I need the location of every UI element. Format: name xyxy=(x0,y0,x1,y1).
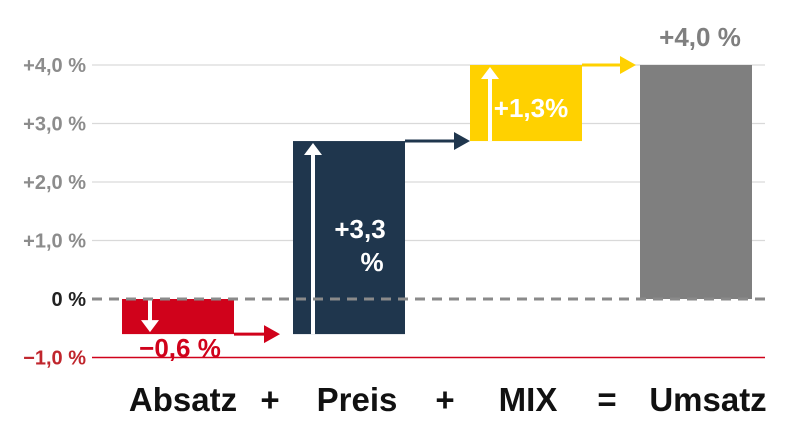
category-label: MIX xyxy=(499,381,558,418)
data-label: +1,3% xyxy=(494,93,568,123)
connector-arrow-head xyxy=(454,132,470,151)
operator-sign: = xyxy=(597,381,616,418)
data-label: +3,3% xyxy=(334,214,385,277)
operator-sign: + xyxy=(260,381,279,418)
category-labels: Absatz Preis MIX Umsatz + + = xyxy=(129,381,767,418)
category-label: Absatz xyxy=(129,381,237,418)
y-tick-label: +1,0 % xyxy=(23,231,86,253)
connectors xyxy=(234,56,636,344)
connector-arrow-head xyxy=(620,56,636,74)
y-axis-tick-labels: +4,0 % +3,0 % +2,0 % +1,0 % 0 % −1,0 % xyxy=(23,55,86,370)
data-label-line: +3,3 xyxy=(334,214,385,244)
data-label: −0,6 % xyxy=(139,333,221,363)
category-label: Umsatz xyxy=(649,381,766,418)
y-tick-label: −1,0 % xyxy=(23,348,86,370)
operator-sign: + xyxy=(435,381,454,418)
y-tick-label: +3,0 % xyxy=(23,114,86,136)
direction-arrow-head xyxy=(141,320,159,333)
bar-umsatz xyxy=(640,65,752,299)
direction-arrow-head xyxy=(481,67,499,79)
bars xyxy=(122,65,752,335)
connector-arrow-head xyxy=(264,325,280,344)
data-label: +4,0 % xyxy=(659,22,741,52)
category-label: Preis xyxy=(317,381,398,418)
y-tick-label: +2,0 % xyxy=(23,172,86,194)
direction-arrow-head xyxy=(304,143,322,156)
data-label-line: % xyxy=(360,247,383,277)
data-labels: −0,6 % +3,3% +1,3% +4,0 % xyxy=(139,22,741,363)
y-tick-label: +4,0 % xyxy=(23,55,86,77)
bar-absatz xyxy=(122,299,234,335)
y-tick-label: 0 % xyxy=(52,289,87,311)
